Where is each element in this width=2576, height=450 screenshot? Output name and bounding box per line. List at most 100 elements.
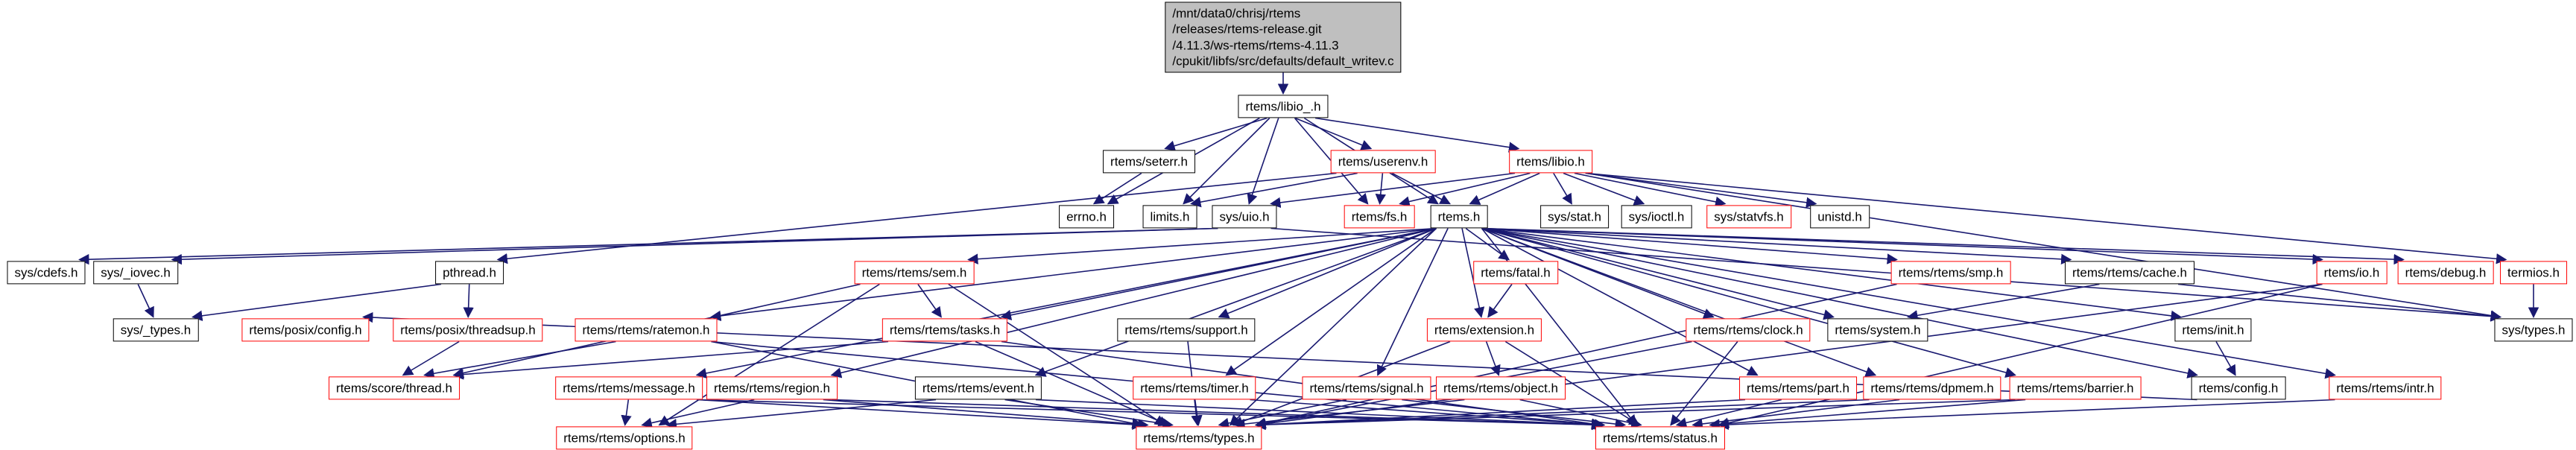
graph-node-status[interactable]: rtems/rtems/status.h [1595,426,1725,450]
dependency-edge-libio-ioctl [1563,172,1645,206]
graph-node-posixconfig[interactable]: rtems/posix/config.h [241,318,370,342]
dependency-edge-message-options [621,399,632,426]
dependency-edge-region-rtypes [823,399,1149,430]
dependency-edge-region-options [641,399,755,428]
graph-node-termios[interactable]: termios.h [2500,261,2567,285]
dependency-edge-uio-systypes [1270,227,2501,322]
dependency-edge-uio-iovec [171,227,1218,265]
graph-node-sem[interactable]: rtems/rtems/sem.h [854,261,975,285]
dependency-edge-fatal-extension [1487,284,1513,318]
graph-node-smp[interactable]: rtems/rtems/smp.h [1890,261,2011,285]
node-label-line: /mnt/data0/chrisj/rtems [1172,6,1301,21]
graph-node-iovec[interactable]: sys/_iovec.h [93,261,178,285]
graph-node-options[interactable]: rtems/rtems/options.h [556,426,693,450]
graph-node-pthread[interactable]: pthread.h [435,261,504,285]
dependency-edge-pthread-_types [192,283,442,321]
dependency-edge-event-status [1035,399,1603,431]
graph-node-config[interactable]: rtems/config.h [2191,376,2286,400]
dependency-edge-clock-status [1670,340,1738,426]
graph-node-barrier[interactable]: rtems/rtems/barrier.h [2009,376,2142,400]
dependency-edge-sem-options [658,283,880,426]
dependency-edge-part-rtypes [1255,399,1746,431]
graph-node-seterr[interactable]: rtems/seterr.h [1103,150,1195,174]
graph-node-clock[interactable]: rtems/rtems/clock.h [1686,318,1811,342]
graph-node-event[interactable]: rtems/rtems/event.h [914,376,1042,400]
dependency-edge-rtems-rtypes [1229,227,1437,426]
graph-node-tasks[interactable]: rtems/rtems/tasks.h [882,318,1008,342]
graph-node-userenv[interactable]: rtems/userenv.h [1330,150,1436,174]
graph-node-region[interactable]: rtems/rtems/region.h [706,376,838,400]
dependency-edge-libio-fs [1399,172,1531,207]
dependency-edge-libio-termios [1586,172,2507,264]
node-label-line: /releases/rtems-release.git [1172,22,1322,37]
dependency-edge-message-rtypes [696,399,1143,430]
graph-node-init[interactable]: rtems/init.h [2174,318,2252,342]
dependency-edge-sem-tasks [917,284,942,318]
dependency-edge-smp-rtypes [1255,283,1897,428]
graph-node-cdefs[interactable]: sys/cdefs.h [7,261,86,285]
graph-node-uio[interactable]: sys/uio.h [1212,205,1277,229]
graph-node-rtems[interactable]: rtems.h [1430,205,1488,229]
dependency-edge-timer-status [1250,399,1606,430]
graph-node-limits[interactable]: limits.h [1142,205,1197,229]
dependency-edge-io-rtypes [1255,283,2323,429]
dependency-edge-rtems-message [695,227,1437,379]
graph-node-thread[interactable]: rtems/score/thread.h [329,376,460,400]
dependency-edge-libio_-uio [1247,118,1279,205]
dependency-edge-userenv-rtems [1391,172,1452,205]
dependency-edge-dpmem-rtypes [1255,399,1870,431]
graph-node-systypes[interactable]: sys/types.h [2494,318,2573,342]
dependency-edge-timer-rtypes [1192,399,1203,426]
graph-node-debug[interactable]: rtems/debug.h [2397,261,2494,285]
graph-node-message[interactable]: rtems/rtems/message.h [555,376,703,400]
dependency-edge-libio-statvfs [1574,172,1727,207]
dependency-edge-userenv-fs [1375,173,1386,205]
graph-node-intr[interactable]: rtems/rtems/intr.h [2329,376,2442,400]
graph-node-statvfs[interactable]: sys/statvfs.h [1706,205,1791,229]
graph-node-cache[interactable]: rtems/rtems/cache.h [2065,261,2194,285]
graph-node-rtypes[interactable]: rtems/rtems/types.h [1136,426,1262,450]
graph-node-ratemon[interactable]: rtems/rtems/ratemon.h [575,318,718,342]
dependency-edge-userenv-limits [1190,172,1358,208]
graph-node-ioctl[interactable]: sys/ioctl.h [1621,205,1692,229]
dependency-edge-libio_-limits [1183,117,1270,205]
graph-node-object[interactable]: rtems/rtems/object.h [1436,376,1566,400]
dependency-edge-region-status [831,399,1603,431]
dependency-edge-cache-system [1907,283,2100,321]
graph-node-fatal[interactable]: rtems/fatal.h [1473,261,1558,285]
graph-node-threadsup[interactable]: rtems/posix/threadsup.h [393,318,543,342]
graph-node-stat[interactable]: sys/stat.h [1540,205,1609,229]
dependency-edge-libio-rtems [1469,172,1540,205]
graph-node-part[interactable]: rtems/rtems/part.h [1739,376,1857,400]
dependency-edge-rtems-support [1218,227,1437,319]
dependency-edge-rtems-dpmem [1481,227,1877,377]
dependency-edge-rtems-signal [1376,228,1449,376]
dependency-edge-extension-object [1485,341,1501,376]
dependency-edge-rtems-cache [1481,227,2072,265]
dependency-edge-io-status [1718,283,2323,428]
graph-node-_types[interactable]: sys/_types.h [113,318,199,342]
dependency-edge-rtems-event [1034,227,1437,377]
graph-node-libio[interactable]: rtems/libio.h [1509,150,1592,174]
graph-node-errno[interactable]: errno.h [1059,205,1114,229]
dependency-edge-libio-systypes [1586,172,2501,321]
graph-node-fs[interactable]: rtems/fs.h [1344,205,1415,229]
graph-node-dpmem[interactable]: rtems/rtems/dpmem.h [1863,376,2001,400]
dependency-edge-seterr-errno [1092,172,1142,205]
graph-node-extension[interactable]: rtems/extension.h [1426,318,1542,342]
graph-node-support[interactable]: rtems/rtems/support.h [1117,318,1256,342]
graph-node-system[interactable]: rtems/system.h [1827,318,1928,342]
graph-node-io[interactable]: rtems/io.h [2316,261,2387,285]
dependency-edge-object-status [1519,399,1642,428]
graph-node-timer[interactable]: rtems/rtems/timer.h [1133,376,1256,400]
dependency-edge-rtems-extension [1461,228,1485,318]
graph-node-unistd[interactable]: unistd.h [1810,205,1870,229]
dependency-edge-tasks-thread [452,340,889,380]
dependency-edge-rtems-smp [1481,227,1898,264]
graph-node-signal[interactable]: rtems/rtems/signal.h [1302,376,1431,400]
graph-node-libio_[interactable]: rtems/libio_.h [1238,95,1329,118]
dependency-edge-tasks-rtypes [975,340,1170,426]
dependency-edge-ratemon-thread [423,340,616,379]
